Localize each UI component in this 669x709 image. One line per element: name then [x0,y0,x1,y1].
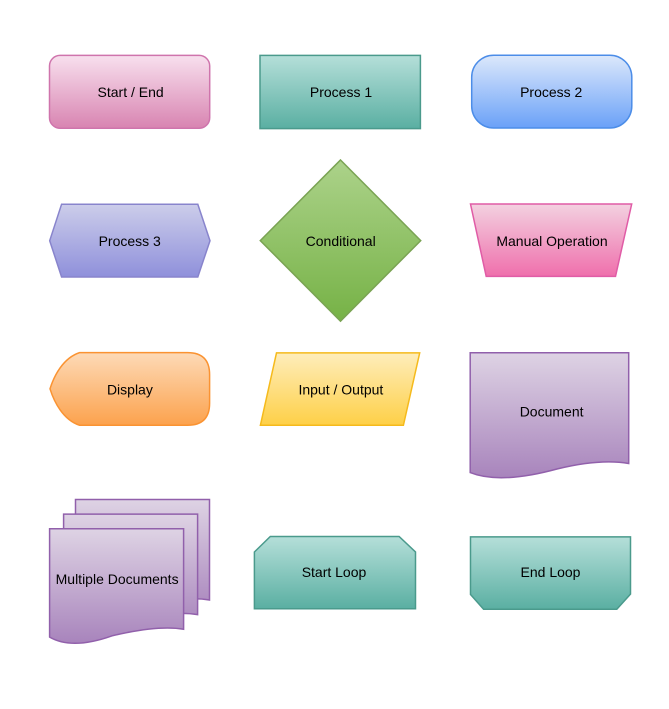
svg-text:Process 3: Process 3 [99,233,161,249]
svg-text:Input / Output: Input / Output [298,381,383,397]
svg-text:End Loop: End Loop [521,564,581,580]
svg-text:Display: Display [107,381,153,397]
svg-text:Start Loop: Start Loop [302,564,367,580]
svg-text:Multiple Documents: Multiple Documents [56,571,179,587]
svg-text:Process 2: Process 2 [520,84,582,100]
svg-text:Process 1: Process 1 [310,84,372,100]
svg-text:Document: Document [520,404,584,420]
svg-text:Conditional: Conditional [306,233,376,249]
svg-text:Start / End: Start / End [98,84,164,100]
svg-text:Manual Operation: Manual Operation [496,233,607,249]
